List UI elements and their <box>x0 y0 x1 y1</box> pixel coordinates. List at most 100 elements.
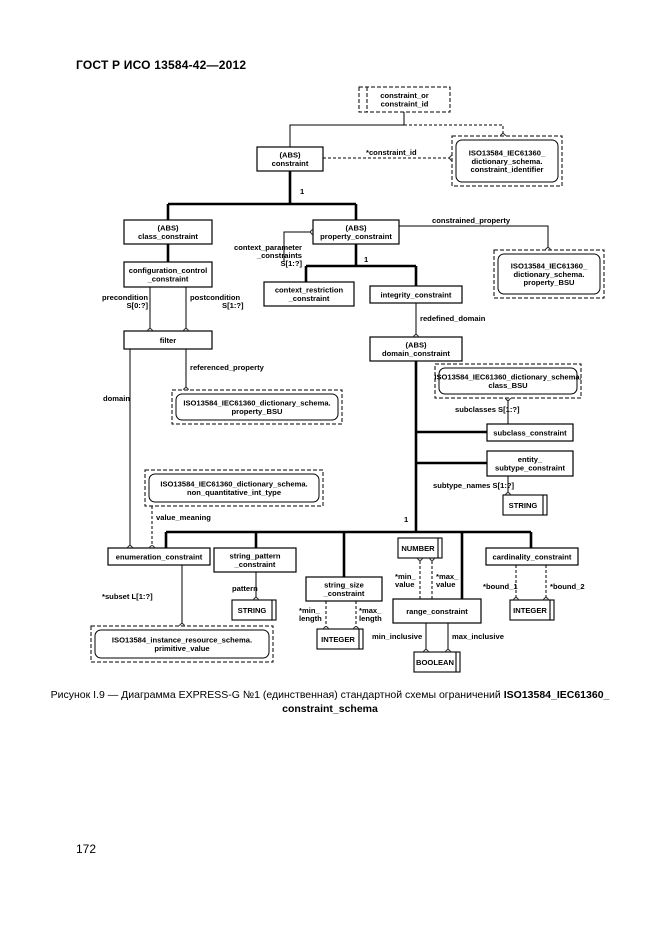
box-label: _constraint <box>234 560 276 569</box>
box-label: (ABS) <box>345 224 367 233</box>
simple-type-rect <box>502 494 548 516</box>
box-label: dictionary_schema. <box>472 157 543 166</box>
relationship-labels: *constraint_id111constrained_propertycon… <box>102 148 585 641</box>
box-label: INTEGER <box>321 635 355 644</box>
box-label: string_pattern <box>229 552 280 561</box>
box-label: configuration_control <box>129 266 207 275</box>
box-label: NUMBER <box>401 544 435 553</box>
box-label: INTEGER <box>513 606 547 615</box>
label-min-inclusive: min_inclusive <box>372 632 422 641</box>
box-label: ISO13584_IEC61360_dictionary_schema. <box>183 399 330 408</box>
box-integer-b: INTEGER <box>316 628 364 650</box>
label-max-length-1: *max_ <box>359 606 382 615</box>
label-constraint-id: *constraint_id <box>366 148 417 157</box>
entity-rect <box>123 219 213 245</box>
relation-line <box>289 112 405 147</box>
label-postcondition-2: S[1:?] <box>222 301 244 310</box>
label-precondition-1: precondition <box>102 293 148 302</box>
simple-type-rect <box>397 537 443 559</box>
label-min-value-2: value <box>395 580 414 589</box>
label-pattern: pattern <box>232 584 258 593</box>
label-precondition-2: S[0:?] <box>126 301 148 310</box>
box-label: dictionary_schema. <box>514 270 585 279</box>
label-min-length-2: length <box>299 614 322 623</box>
box-ref-property-bsu: ISO13584_IEC61360_dictionary_schema.prop… <box>493 249 605 299</box>
box-label: ISO13584_IEC61360_ <box>469 148 546 157</box>
box-range-constraint: range_constraint <box>392 598 482 624</box>
box-label: enumeration_constraint <box>116 552 203 561</box>
label-subtype-names: subtype_names S[1:?] <box>433 481 514 490</box>
ref-inner-rect <box>497 253 601 295</box>
box-label: property_constraint <box>320 232 392 241</box>
entity-rect <box>485 547 579 566</box>
box-class-constraint: (ABS)class_constraint <box>123 219 213 245</box>
relation-line <box>404 124 506 139</box>
box-domain-constraint: (ABS)domain_constraint <box>369 336 463 362</box>
box-filter: filter <box>123 330 213 350</box>
box-label: filter <box>160 336 177 345</box>
box-label: STRING <box>509 501 538 510</box>
box-string-a: STRING <box>502 494 548 516</box>
box-label: constraint_identifier <box>471 165 544 174</box>
box-string-size: string_size_constraint <box>305 576 383 602</box>
ref-inner-rect <box>148 473 320 503</box>
caption-schema-part-b: constraint_schema <box>282 703 378 715</box>
box-ref-property-bsu2: ISO13584_IEC61360_dictionary_schema.prop… <box>171 389 343 425</box>
entity-rect <box>213 547 297 573</box>
ref-inner-rect <box>455 139 559 183</box>
entity-rect <box>369 285 463 304</box>
box-label: (ABS) <box>279 151 301 160</box>
entity-rect <box>312 219 400 245</box>
entity-rect <box>486 450 574 477</box>
label-redefined-domain: redefined_domain <box>420 314 486 323</box>
box-label: (ABS) <box>157 224 179 233</box>
label-subclasses: subclasses S[1:?] <box>455 405 520 414</box>
simple-type-rect <box>413 651 461 673</box>
label-domain: domain <box>103 394 130 403</box>
box-label: string_size <box>324 581 364 590</box>
ref-inner-rect <box>438 367 578 395</box>
box-label: _constraint <box>323 589 365 598</box>
caption-prefix: Рисунок I.9 — Диаграмма EXPRESS-G №1 (ед… <box>50 689 504 701</box>
box-context-restriction: context_restriction_constraint <box>263 281 355 307</box>
label-max-value-1: *max_ <box>436 572 459 581</box>
box-label: domain_constraint <box>382 349 450 358</box>
entity-rect <box>486 423 574 442</box>
box-ref-primitive-value: ISO13584_instance_resource_schema.primit… <box>90 625 274 663</box>
figure-caption: Рисунок I.9 — Диаграмма EXPRESS-G №1 (ед… <box>40 688 620 716</box>
box-label: constraint_or <box>380 91 429 100</box>
label-subset: *subset L[1:?] <box>102 592 153 601</box>
box-configuration-control: configuration_control_constraint <box>123 261 213 288</box>
label-min-length-1: *min_ <box>299 606 320 615</box>
box-label: _constraint <box>288 294 330 303</box>
box-label: entity_ <box>518 455 543 464</box>
box-boolean: BOOLEAN <box>413 651 461 673</box>
entity-rect <box>107 547 211 566</box>
label-context-parameter-1: context_parameter <box>234 243 302 252</box>
box-enumeration-constraint: enumeration_constraint <box>107 547 211 566</box>
label-referenced-property: referenced_property <box>190 363 265 372</box>
entity-rect <box>256 146 324 172</box>
box-label: constraint_id <box>381 100 429 109</box>
box-label: constraint <box>272 159 309 168</box>
caption-schema-part-a: ISO13584_IEC61360_ <box>503 689 610 701</box>
document-header: ГОСТ Р ИСО 13584-42—2012 <box>76 58 247 72</box>
label-constrained-property: constrained_property <box>432 216 511 225</box>
label-value-meaning: value_meaning <box>156 513 211 522</box>
box-label: non_quantitative_int_type <box>187 488 281 497</box>
box-label: subclass_constraint <box>493 428 567 437</box>
entity-boxes: constraint_orconstraint_id(ABS)constrain… <box>90 86 605 673</box>
box-label: BOOLEAN <box>416 658 454 667</box>
ref-inner-rect <box>94 629 270 659</box>
entity-rect <box>123 261 213 288</box>
page-number: 172 <box>76 842 97 856</box>
entity-rect <box>369 336 463 362</box>
ref-inner-rect <box>175 393 339 421</box>
entity-rect <box>392 598 482 624</box>
box-integer-a: INTEGER <box>509 599 555 621</box>
label-bound-2: *bound_2 <box>550 582 585 591</box>
box-label: integrity_constraint <box>381 290 452 299</box>
label-one-c: 1 <box>404 515 409 524</box>
box-label: range_constraint <box>406 607 468 616</box>
